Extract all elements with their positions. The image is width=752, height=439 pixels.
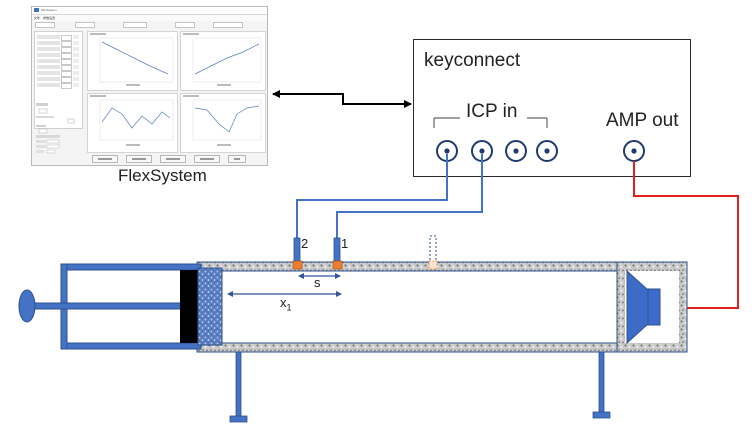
window-title: FlexSystem [41, 8, 57, 12]
flexsystem-window: FlexSystem 文件 参数设置 [31, 6, 268, 166]
param-row[interactable] [37, 65, 81, 71]
amp-out-label: AMP out [606, 110, 679, 131]
distance-label: x1 [280, 295, 292, 313]
icp-input-connector[interactable] [436, 140, 458, 162]
param-row[interactable] [37, 53, 81, 59]
data-link-connector [272, 90, 412, 108]
left-stand-foot [229, 415, 248, 423]
menu-item-settings[interactable]: 参数设置 [43, 16, 56, 20]
optional-microphone-position [429, 235, 437, 263]
microphone-1-label: 1 [341, 236, 349, 251]
icp-input-connector[interactable] [505, 140, 527, 162]
loudspeaker-driver [647, 288, 661, 326]
action-button[interactable] [160, 155, 186, 163]
chart-panel-bottom-right [180, 93, 266, 153]
microphone-2 [293, 237, 301, 263]
left-stand-post [235, 351, 242, 417]
microphone-2-label: 2 [301, 236, 309, 251]
piston-housing-top [60, 263, 202, 271]
param-row[interactable] [37, 83, 81, 89]
param-row[interactable] [37, 35, 81, 41]
tube-top-wall [196, 261, 688, 272]
toolbar-field-2[interactable] [74, 22, 95, 28]
action-button[interactable] [126, 155, 152, 163]
chart-panel-top-right [180, 31, 266, 91]
microphone-1 [333, 237, 341, 263]
flexsystem-label: FlexSystem [118, 166, 207, 185]
parameter-toolbar [34, 22, 265, 29]
microphone-1-port [332, 260, 343, 270]
keyconnect-title: keyconnect [424, 50, 521, 71]
menu-bar: 文件 参数设置 [32, 15, 267, 21]
mic2-cable [296, 154, 448, 238]
chart-panel-bottom-left [87, 93, 178, 153]
sample-material [197, 267, 223, 346]
action-button[interactable] [228, 155, 246, 163]
piston-housing-bottom [60, 342, 202, 350]
microphone-2-port [292, 260, 303, 270]
chart-panel-top-left [87, 31, 178, 91]
param-row[interactable] [37, 47, 81, 53]
parameter-panel [34, 31, 83, 129]
action-button[interactable] [194, 155, 220, 163]
toolbar-field-1[interactable] [34, 22, 55, 28]
action-button-row [92, 155, 264, 163]
toolbar-field-3[interactable] [122, 22, 147, 28]
icp-in-label: ICP in [466, 101, 518, 122]
amp-output-cable [633, 161, 739, 312]
toolbar-field-5[interactable] [212, 22, 243, 28]
menu-item-file[interactable]: 文件 [34, 16, 41, 20]
optional-microphone-port [428, 260, 438, 270]
right-stand-foot [592, 411, 611, 419]
param-row[interactable] [37, 59, 81, 65]
right-stand-post [598, 351, 605, 413]
action-button[interactable] [92, 155, 118, 163]
param-row[interactable] [37, 41, 81, 47]
distance-label-subscript: 1 [286, 302, 292, 313]
distance-label-main: x [280, 295, 287, 310]
amp-output-connector[interactable] [623, 140, 645, 162]
spacing-label: s [314, 275, 321, 290]
side-controls [34, 101, 81, 155]
param-row[interactable] [37, 77, 81, 83]
toolbar-field-4[interactable] [174, 22, 195, 28]
piston-rod [32, 302, 182, 310]
piston-backing-block [180, 270, 198, 343]
icp-input-connector[interactable] [536, 140, 558, 162]
tube-bottom-wall [196, 342, 688, 353]
mic1-cable [336, 154, 483, 238]
window-titlebar: FlexSystem [32, 7, 267, 15]
piston-handle[interactable] [18, 289, 36, 323]
param-row[interactable] [37, 71, 81, 77]
app-icon [34, 8, 39, 12]
side-controls-graphic [36, 103, 75, 154]
